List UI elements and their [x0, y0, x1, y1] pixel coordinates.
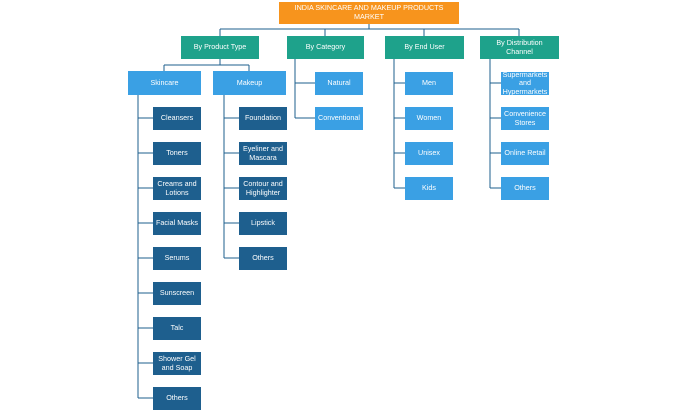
skincare-item-sunscreen: Sunscreen: [153, 282, 201, 305]
category-distribution-channel: By Distribution Channel: [480, 36, 559, 59]
category-by-category: By Category: [287, 36, 364, 59]
makeup-item-eyeliner-mascara: Eyeliner and Mascara: [239, 142, 287, 165]
makeup-item-contour-highlighter: Contour and Highlighter: [239, 177, 287, 200]
end-user-item-unisex: Unisex: [405, 142, 453, 165]
root-node: INDIA SKINCARE AND MAKEUP PRODUCTS MARKE…: [279, 2, 459, 24]
end-user-item-kids: Kids: [405, 177, 453, 200]
skincare-item-toners: Toners: [153, 142, 201, 165]
end-user-item-women: Women: [405, 107, 453, 130]
skincare-item-facial-masks: Facial Masks: [153, 212, 201, 235]
skincare-item-others: Others: [153, 387, 201, 410]
skincare-item-shower-gel-soap: Shower Gel and Soap: [153, 352, 201, 375]
makeup-item-foundation: Foundation: [239, 107, 287, 130]
category-item-natural: Natural: [315, 72, 363, 95]
skincare-item-serums: Serums: [153, 247, 201, 270]
skincare-item-cleansers: Cleansers: [153, 107, 201, 130]
category-product-type: By Product Type: [181, 36, 259, 59]
skincare-item-creams-lotions: Creams and Lotions: [153, 177, 201, 200]
subcategory-makeup: Makeup: [213, 71, 286, 95]
makeup-item-others: Others: [239, 247, 287, 270]
end-user-item-men: Men: [405, 72, 453, 95]
category-item-conventional: Conventional: [315, 107, 363, 130]
subcategory-skincare: Skincare: [128, 71, 201, 95]
channel-item-convenience-stores: Convenience Stores: [501, 107, 549, 130]
channel-item-online-retail: Online Retail: [501, 142, 549, 165]
skincare-item-talc: Talc: [153, 317, 201, 340]
channel-item-supermarkets: Supermarkets and Hypermarkets: [501, 69, 549, 96]
makeup-item-lipstick: Lipstick: [239, 212, 287, 235]
category-end-user: By End User: [385, 36, 464, 59]
channel-item-others: Others: [501, 177, 549, 200]
